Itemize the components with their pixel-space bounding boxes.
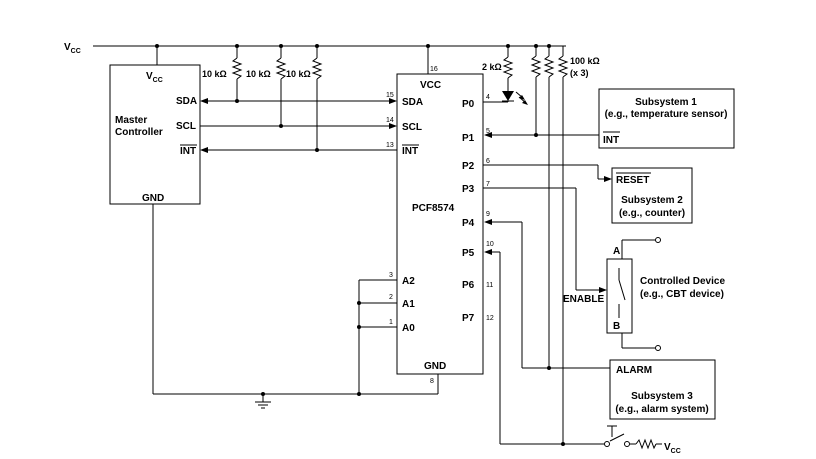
device-enable-label: ENABLE xyxy=(563,294,604,305)
bus-lines xyxy=(200,98,397,153)
device-b-label: B xyxy=(613,321,620,332)
subsystem2-reset-label: RESET xyxy=(616,175,649,186)
pin-12: 12 xyxy=(486,315,494,322)
device-title: Controlled Device xyxy=(640,276,725,287)
resistor-r3-label: 10 kΩ xyxy=(286,69,311,79)
chip-p1-label: P1 xyxy=(462,133,475,144)
pin-8: 8 xyxy=(430,378,434,385)
pin-9: 9 xyxy=(486,211,490,218)
device-a-label: A xyxy=(613,246,620,257)
master-controller: VCC Master Controller SDA SCL INT GND xyxy=(109,46,201,205)
pin-4: 4 xyxy=(486,94,490,101)
chip-sda-label: SDA xyxy=(402,97,423,108)
master-vcc-label: VCC xyxy=(146,71,163,84)
master-sda-label: SDA xyxy=(176,96,197,107)
subsystem2-subtitle: (e.g., counter) xyxy=(619,208,685,219)
pin-5: 5 xyxy=(486,128,490,135)
chip-p2-label: P2 xyxy=(462,161,475,172)
pin-14: 14 xyxy=(386,117,394,124)
master-int-label: INT xyxy=(180,146,196,157)
chip-int-label: INT xyxy=(402,146,418,157)
chip-vcc-label: VCC xyxy=(420,80,441,91)
pullup-resistors-100k: 100 kΩ (x 3) xyxy=(530,46,600,444)
subsystem2-title: Subsystem 2 xyxy=(621,195,683,206)
chip-p0-label: P0 xyxy=(462,99,475,110)
pin-13: 13 xyxy=(386,142,394,149)
switch-vcc-label: VCC xyxy=(664,442,681,455)
pin-2: 2 xyxy=(389,294,393,301)
subsystem3-alarm-label: ALARM xyxy=(616,365,652,376)
subsystem1-title: Subsystem 1 xyxy=(635,97,697,108)
subsystem-1: Subsystem 1 (e.g., temperature sensor) I… xyxy=(484,88,735,149)
master-gnd-label: GND xyxy=(142,193,164,204)
subsystem1-int-label: INT xyxy=(603,135,619,146)
pin-10: 10 xyxy=(486,241,494,248)
chip-p4-label: P4 xyxy=(462,218,475,229)
ground-network xyxy=(152,204,439,409)
subsystem3-subtitle: (e.g., alarm system) xyxy=(615,404,708,415)
chip-p3-label: P3 xyxy=(462,184,475,195)
pullup-resistors-10k: 10 kΩ 10 kΩ 10 kΩ xyxy=(202,46,323,150)
pin-6: 6 xyxy=(486,158,490,165)
led-icon xyxy=(502,91,514,101)
chip-scl-label: SCL xyxy=(402,122,422,133)
resistor-led-label: 2 kΩ xyxy=(482,62,502,72)
pin-11: 11 xyxy=(486,282,493,289)
chip-p5-label: P5 xyxy=(462,248,475,259)
master-scl-label: SCL xyxy=(176,121,196,132)
vcc-rail: VCC xyxy=(64,42,566,55)
device-subtitle: (e.g., CBT device) xyxy=(640,289,724,300)
chip-p6-label: P6 xyxy=(462,280,475,291)
subsystem-3: ALARM Subsystem 3 (e.g., alarm system) xyxy=(484,219,716,420)
pin-15: 15 xyxy=(386,92,394,99)
master-name-line2: Controller xyxy=(115,127,163,138)
pcf8574-chip: 16 VCC PCF8574 GND 15 14 13 SDA SCL INT … xyxy=(386,46,494,385)
subsystem3-title: Subsystem 3 xyxy=(631,391,693,402)
pullups-label-line2: (x 3) xyxy=(570,68,589,78)
controlled-device: A B ENABLE Controlled Device (e.g., CBT … xyxy=(483,187,725,351)
subsystem-2: RESET Subsystem 2 (e.g., counter) xyxy=(483,164,693,224)
subsystem1-subtitle: (e.g., temperature sensor) xyxy=(605,109,728,120)
vcc-rail-label: VCC xyxy=(64,42,81,55)
pullups-label-line1: 100 kΩ xyxy=(570,56,600,66)
chip-a1-label: A1 xyxy=(402,299,415,310)
chip-a2-label: A2 xyxy=(402,276,415,287)
chip-a0-label: A0 xyxy=(402,323,415,334)
led-circuit: 2 kΩ xyxy=(482,46,528,105)
resistor-r2-label: 10 kΩ xyxy=(246,69,271,79)
pin-16: 16 xyxy=(430,66,438,73)
pushbutton-circuit: VCC xyxy=(484,249,681,455)
master-name-line1: Master xyxy=(115,115,147,126)
chip-gnd-label: GND xyxy=(424,361,446,372)
chip-p7-label: P7 xyxy=(462,313,475,324)
pin-7: 7 xyxy=(486,181,490,188)
pin-3: 3 xyxy=(389,272,393,279)
chip-name: PCF8574 xyxy=(412,203,455,214)
pin-1: 1 xyxy=(389,319,393,326)
resistor-r1-label: 10 kΩ xyxy=(202,69,227,79)
